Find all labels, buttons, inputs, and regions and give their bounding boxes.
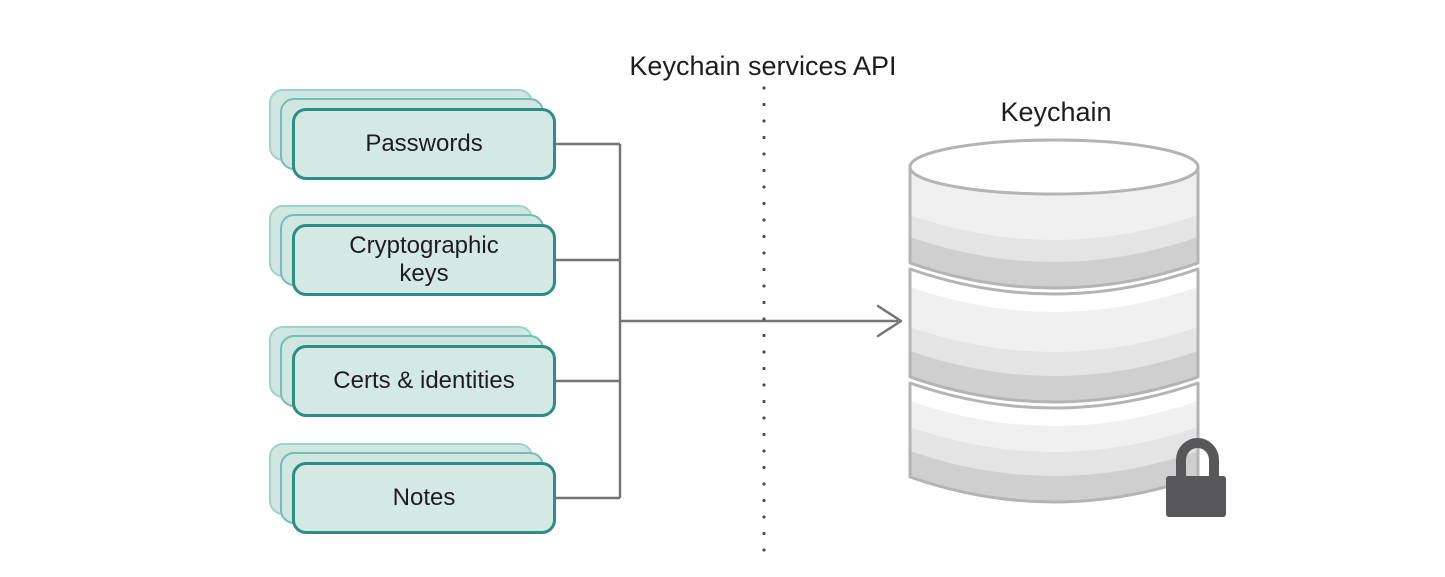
card-label: Passwords bbox=[365, 130, 483, 158]
card-label: Cryptographic keys bbox=[349, 232, 499, 287]
api-boundary-dotted-line bbox=[762, 86, 766, 552]
item-stack-passwords: Passwords bbox=[269, 89, 556, 180]
card-label: Notes bbox=[392, 484, 456, 512]
card-certs-identities: Certs & identities bbox=[292, 345, 556, 417]
arrowhead-icon bbox=[876, 304, 903, 338]
keychain-label: Keychain bbox=[1000, 97, 1112, 127]
api-label: Keychain services API bbox=[629, 51, 897, 81]
card-notes: Notes bbox=[292, 462, 556, 534]
item-stack-cryptographic-keys: Cryptographic keys bbox=[269, 205, 556, 296]
item-stack-certs-identities: Certs & identities bbox=[269, 326, 556, 417]
card-passwords: Passwords bbox=[292, 108, 556, 180]
connector-lines bbox=[554, 142, 903, 500]
lock-icon bbox=[1166, 438, 1226, 517]
card-label: Certs & identities bbox=[333, 367, 515, 395]
item-stack-notes: Notes bbox=[269, 443, 556, 534]
card-cryptographic-keys: Cryptographic keys bbox=[292, 224, 556, 296]
database-cylinder-icon bbox=[908, 138, 1200, 504]
